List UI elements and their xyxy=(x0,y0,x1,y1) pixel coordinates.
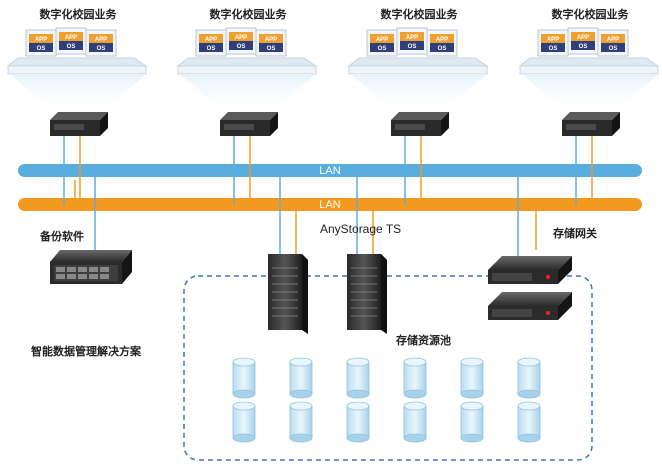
app-os-box: APP OS xyxy=(396,27,428,55)
storage-gateway-label: 存储网关 xyxy=(553,226,597,240)
storage-disk xyxy=(517,357,541,399)
campus-group: 数字化校园业务 APP OS APP OS APP OS xyxy=(6,7,148,136)
app-label: APP xyxy=(607,37,619,43)
app-os-box: APP OS xyxy=(537,29,569,57)
storage-disk xyxy=(289,401,313,443)
campus-server xyxy=(50,112,108,136)
platform xyxy=(347,57,489,67)
os-label: OS xyxy=(207,46,216,52)
os-label: OS xyxy=(378,46,387,52)
app-label: APP xyxy=(235,35,247,41)
lan-top-label: LAN xyxy=(319,165,340,177)
os-label: OS xyxy=(267,46,276,52)
campus-groups: 数字化校园业务APPOSAPPOSAPPOS数字化校园业务APPOSAPPOSA… xyxy=(6,7,660,136)
os-label: OS xyxy=(549,46,558,52)
app-label: APP xyxy=(436,37,448,43)
platform xyxy=(6,57,148,67)
uplink-lines xyxy=(63,136,593,205)
campus-server xyxy=(562,112,620,136)
app-os-box: APP OS xyxy=(225,27,257,55)
anystorage-label: AnyStorage TS xyxy=(320,222,401,236)
app-label: APP xyxy=(265,37,277,43)
app-label: APP xyxy=(65,35,77,41)
storage-disk xyxy=(346,357,370,399)
app-os-box: APP OS xyxy=(255,29,287,57)
platform-edge xyxy=(177,65,317,75)
projection-cone xyxy=(522,74,658,112)
os-label: OS xyxy=(408,44,417,50)
platform xyxy=(176,57,318,67)
storage-disk xyxy=(289,357,313,399)
app-os-box: APP OS xyxy=(195,29,227,57)
campus-business-label: 数字化校园业务 xyxy=(552,7,630,21)
app-os-box: APP OS xyxy=(25,29,57,57)
app-label: APP xyxy=(205,37,217,43)
platform-edge xyxy=(519,65,659,75)
storage-gateway-server-2 xyxy=(488,292,572,320)
app-label: APP xyxy=(547,37,559,43)
os-label: OS xyxy=(237,44,246,50)
storage-disk xyxy=(460,401,484,443)
app-label: APP xyxy=(577,35,589,41)
projection-cone xyxy=(351,74,487,112)
platform-edge xyxy=(348,65,488,75)
lan-bottom-label: LAN xyxy=(319,199,340,211)
anystorage-tower-2 xyxy=(347,254,387,334)
campus-group: 数字化校园业务 APP OS APP OS APP OS xyxy=(176,7,318,136)
app-label: APP xyxy=(406,35,418,41)
campus-server xyxy=(220,112,278,136)
backup-software-label: 备份软件 xyxy=(39,229,84,243)
storage-disk-grid xyxy=(232,357,541,443)
storage-disk xyxy=(346,401,370,443)
os-label: OS xyxy=(438,46,447,52)
storage-disk xyxy=(232,401,256,443)
solution-label: 智能数据管理解决方案 xyxy=(31,344,142,358)
campus-server xyxy=(391,112,449,136)
anystorage-tower-1 xyxy=(268,254,308,334)
app-label: APP xyxy=(35,37,47,43)
platform xyxy=(518,57,660,67)
storage-disk xyxy=(232,357,256,399)
platform-edge xyxy=(7,65,147,75)
app-label: APP xyxy=(376,37,388,43)
backup-storage-device xyxy=(50,250,132,284)
campus-business-label: 数字化校园业务 xyxy=(40,7,118,21)
projection-cone xyxy=(180,74,316,112)
lan-top-bar: LAN xyxy=(18,164,642,177)
storage-disk xyxy=(517,401,541,443)
projection-cone xyxy=(10,74,146,112)
storage-disk xyxy=(403,401,427,443)
storage-pool-boundary xyxy=(183,275,593,461)
campus-business-label: 数字化校园业务 xyxy=(210,7,288,21)
app-os-box: APP OS xyxy=(366,29,398,57)
os-label: OS xyxy=(67,44,76,50)
app-os-box: APP OS xyxy=(567,27,599,55)
storage-pool-label: 存储资源池 xyxy=(396,333,451,347)
app-label: APP xyxy=(95,37,107,43)
app-os-box: APP OS xyxy=(55,27,87,55)
os-label: OS xyxy=(579,44,588,50)
app-os-box: APP OS xyxy=(597,29,629,57)
campus-business-label: 数字化校园业务 xyxy=(381,7,459,21)
lan-bottom-bar: LAN xyxy=(18,198,642,211)
os-label: OS xyxy=(609,46,618,52)
campus-group: 数字化校园业务 APP OS APP OS APP OS xyxy=(347,7,489,136)
storage-disk xyxy=(460,357,484,399)
os-label: OS xyxy=(37,46,46,52)
storage-disk xyxy=(403,357,427,399)
campus-group: 数字化校园业务 APP OS APP OS APP OS xyxy=(518,7,660,136)
storage-gateway-server-1 xyxy=(488,256,572,284)
os-label: OS xyxy=(97,46,106,52)
app-os-box: APP OS xyxy=(85,29,117,57)
app-os-box: APP OS xyxy=(426,29,458,57)
